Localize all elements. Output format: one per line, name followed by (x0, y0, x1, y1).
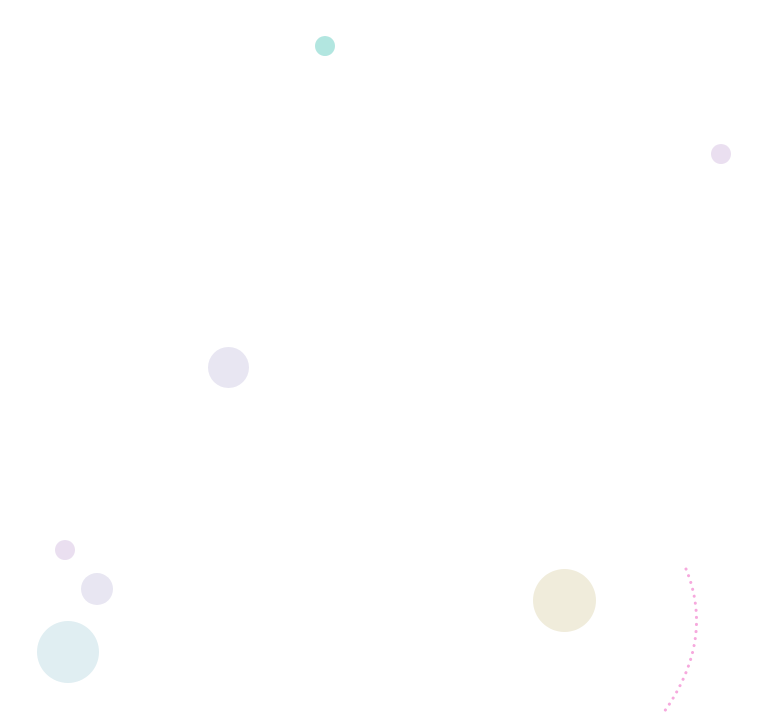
mauve-dot-top-right (711, 144, 731, 164)
mauve-dot-bottom-left (55, 540, 75, 560)
lavender-circle-bottom-left (81, 573, 113, 605)
cream-circle-bottom-right (533, 569, 596, 632)
lavender-circle-middle (208, 347, 249, 388)
ice-circle-bottom-left (37, 621, 99, 683)
teal-dot (315, 36, 335, 56)
